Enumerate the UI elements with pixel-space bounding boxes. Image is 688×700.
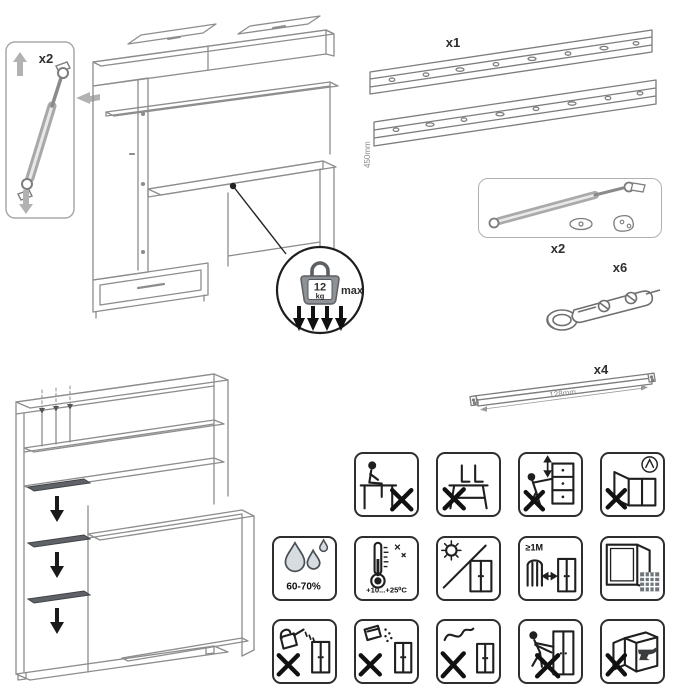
up-down-arrow-icon xyxy=(543,455,553,478)
hutch-shelf xyxy=(105,81,339,117)
insert-shelves xyxy=(26,478,92,604)
drawer-slides-drawing: x1 450mm xyxy=(363,29,657,168)
handle-rail-qty: x4 xyxy=(594,362,609,377)
x-mark xyxy=(440,651,466,679)
hinge-qty: x6 xyxy=(613,260,627,275)
inset-pointer-arrow-icon xyxy=(76,92,100,104)
no-sitting-icon xyxy=(359,461,414,512)
drawer-slides-length: 450mm xyxy=(363,141,372,168)
humidity-icon: 60-70% xyxy=(284,538,329,592)
desk-assembled-drawing-panel xyxy=(68,4,350,338)
sunlight-icon xyxy=(441,540,493,593)
temperature-range-label: +10...+25⁰C xyxy=(366,585,407,594)
gas-strut-kit-drawing xyxy=(488,181,646,232)
x-mark xyxy=(534,653,561,679)
dowel-arrows xyxy=(39,404,73,414)
handle-rail-icon xyxy=(469,372,656,407)
handle-rail-length: 128mm xyxy=(549,387,577,399)
desk-shelf-insertion-drawing xyxy=(15,373,255,681)
load-limit-panel: 12 kg max xyxy=(268,244,372,348)
temperature-icon: +10...+25⁰C xyxy=(366,541,407,594)
tall-cabinet xyxy=(92,77,149,281)
desk-frame xyxy=(15,373,255,681)
pictogram-heater-distance: ≥1M xyxy=(518,536,583,601)
no-powders-icon xyxy=(358,624,413,677)
x-mark xyxy=(605,653,628,677)
handle-rail-drawing: x4 128mm xyxy=(469,362,656,412)
hinge-icon xyxy=(546,289,661,331)
no-heavy-objects-icon xyxy=(605,631,659,677)
pictogram-no-pouring xyxy=(272,619,337,684)
gas-strut-kit-qty: x2 xyxy=(550,241,566,256)
handle-rail-panel: x4 128mm xyxy=(466,354,672,416)
pictogram-no-solvents xyxy=(436,619,501,684)
drawer-slide-rail-lower xyxy=(373,79,657,147)
weight-icon: 12 kg xyxy=(300,261,340,305)
hutch-crown xyxy=(92,15,335,87)
down-arrows-icon xyxy=(293,306,347,331)
load-limit-value: 12 xyxy=(314,282,326,294)
drawer-slides-qty: x1 xyxy=(446,35,460,50)
gas-strut-inset-qty: x2 xyxy=(39,51,53,66)
pictogram-ventilation xyxy=(600,536,665,601)
shelf-insert-arrows-icon xyxy=(50,496,64,634)
humidity-range-label: 60-70% xyxy=(286,581,321,592)
min-distance-label: ≥1M xyxy=(526,542,544,552)
pictogram-no-sitting xyxy=(354,452,419,517)
distance-arrow-icon xyxy=(541,571,558,581)
drawer-slides-panel: x1 450mm xyxy=(356,16,670,180)
x-mark xyxy=(605,488,628,510)
radiator-icon xyxy=(526,559,543,587)
no-solvents-icon xyxy=(440,627,495,679)
x-mark xyxy=(390,488,414,512)
careful-doors-icon xyxy=(605,456,658,510)
gas-strut-kit-icon xyxy=(488,181,646,232)
handle-rail-dimension: 128mm xyxy=(480,384,648,412)
gas-strut-inset-drawing: x2 xyxy=(5,41,75,219)
ventilation-icon xyxy=(605,543,660,592)
load-limit-unit: kg xyxy=(316,292,325,301)
pictogram-temperature: +10...+25⁰C xyxy=(354,536,419,601)
no-standing-icon xyxy=(442,464,489,511)
x-mark xyxy=(442,487,466,511)
desk-assembled-drawing xyxy=(76,15,339,319)
load-limit-max-label: max xyxy=(341,285,364,297)
pictogram-no-dragging xyxy=(518,619,583,684)
x-mark xyxy=(358,653,383,677)
heater-distance-icon: ≥1M xyxy=(526,542,577,593)
load-limit-leader xyxy=(229,182,287,255)
hinge-drawing: x6 xyxy=(546,260,661,331)
gas-strut-icon xyxy=(17,61,71,201)
anvil-icon xyxy=(638,646,658,661)
load-limit-badge: 12 kg max xyxy=(275,245,365,335)
motion-arrow-up-icon xyxy=(13,52,27,76)
pictogram-careful-doors xyxy=(600,452,665,517)
pictogram-no-heavy-objects xyxy=(600,619,665,684)
desktop xyxy=(147,160,337,267)
drawer-slide-rail-upper xyxy=(369,29,653,95)
no-dragging-icon xyxy=(529,630,575,679)
drawer-unit xyxy=(92,262,209,319)
vent-grille-icon xyxy=(640,572,660,592)
x-mark xyxy=(523,489,546,512)
pictogram-no-powders xyxy=(354,619,419,684)
gas-strut-inset-panel: x2 xyxy=(4,36,78,222)
motion-arrow-down-icon xyxy=(19,190,33,214)
hinge-panel: x6 xyxy=(528,254,670,352)
pictogram-no-standing xyxy=(436,452,501,517)
no-pouring-icon xyxy=(276,628,331,677)
x-mark xyxy=(276,653,301,677)
no-climbing-icon xyxy=(523,455,575,512)
pictogram-no-climbing xyxy=(518,452,583,517)
pictogram-no-direct-sun xyxy=(436,536,501,601)
gas-strut-kit-panel xyxy=(478,178,662,238)
pictogram-humidity: 60-70% xyxy=(272,536,337,601)
desk-shelf-insertion-panel xyxy=(2,356,264,698)
